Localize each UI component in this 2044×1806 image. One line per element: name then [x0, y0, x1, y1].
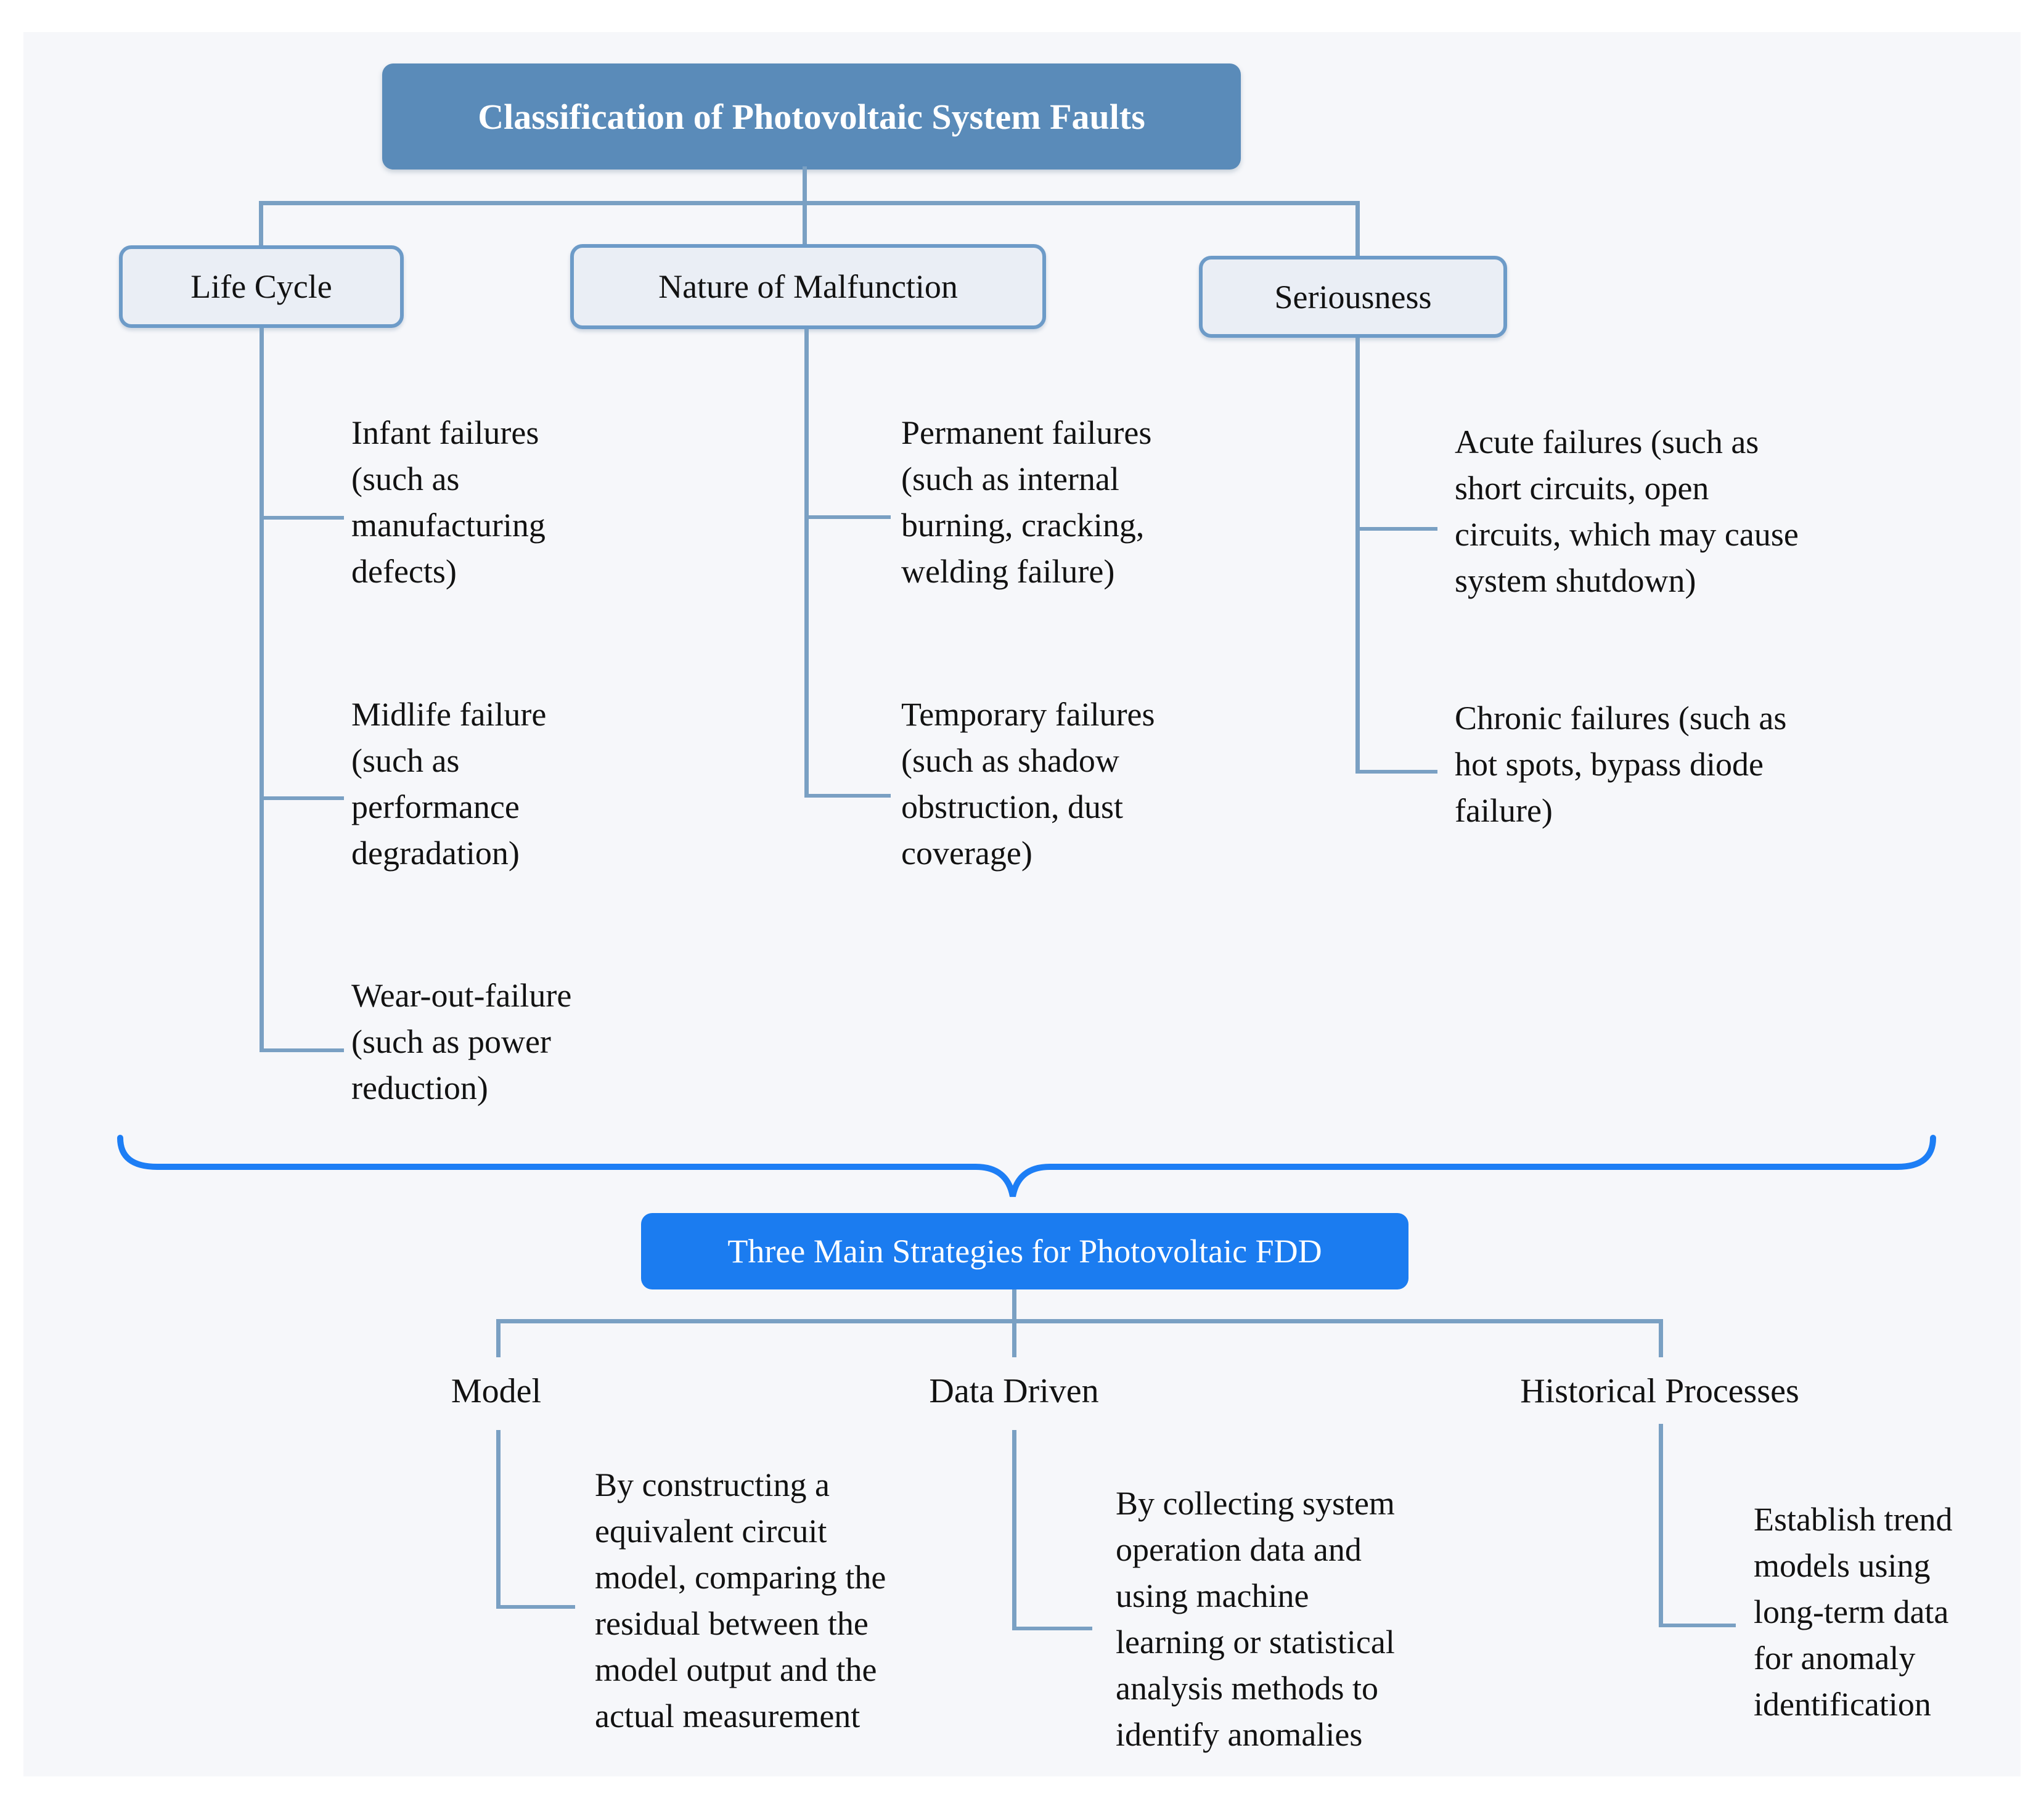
category-label-nature-of-malfunction: Nature of Malfunction: [658, 268, 958, 305]
item-acute-failures: Acute failures (such as short circuits, …: [1455, 423, 1799, 599]
category-box-life-cycle: Life Cycle: [119, 245, 404, 328]
stem-life-cycle: [260, 328, 264, 1052]
tick-infant: [260, 516, 344, 520]
elbow-historical-vertical: [1659, 1424, 1663, 1627]
elbow-historical-horizontal: [1659, 1624, 1736, 1627]
elbow-data-driven-horizontal: [1012, 1627, 1092, 1630]
strategy-label-historical-processes: Historical Processes: [1520, 1372, 1799, 1410]
strategies-root-title: Three Main Strategies for Photovoltaic F…: [727, 1233, 1322, 1270]
classification-root-title: Classification of Photovoltaic System Fa…: [478, 96, 1145, 137]
connector-fdd-stem: [1012, 1289, 1016, 1357]
strategies-root-box: Three Main Strategies for Photovoltaic F…: [641, 1213, 1408, 1289]
category-label-life-cycle: Life Cycle: [190, 268, 332, 305]
stem-seriousness: [1355, 338, 1360, 774]
elbow-model-horizontal: [496, 1605, 575, 1609]
description-historical-processes: Establish trend models using long-term d…: [1754, 1501, 1953, 1723]
elbow-data-driven-vertical: [1012, 1430, 1016, 1630]
connector-drop-seriousness: [1355, 201, 1360, 258]
connector-drop-model: [496, 1319, 501, 1357]
category-box-seriousness: Seriousness: [1199, 256, 1507, 338]
connector-root-stem: [803, 166, 807, 245]
tick-acute: [1355, 527, 1437, 531]
category-box-nature-of-malfunction: Nature of Malfunction: [570, 244, 1046, 329]
strategy-label-model: Model: [451, 1372, 542, 1410]
tick-midlife: [260, 796, 344, 800]
classification-root-box: Classification of Photovoltaic System Fa…: [382, 63, 1241, 170]
item-midlife-failure: Midlife failure (such as performance deg…: [351, 696, 547, 872]
description-model: By constructing a equivalent circuit mod…: [595, 1466, 886, 1734]
stem-nature: [804, 329, 809, 798]
item-temporary-failures: Temporary failures (such as shadow obstr…: [901, 696, 1155, 872]
item-wear-out-failure: Wear-out-failure (such as power reductio…: [351, 977, 572, 1106]
tick-wear-out: [260, 1048, 344, 1052]
item-infant-failures: Infant failures (such as manufacturing d…: [351, 414, 546, 590]
category-label-seriousness: Seriousness: [1274, 278, 1432, 316]
item-chronic-failures: Chronic failures (such as hot spots, byp…: [1455, 700, 1787, 829]
elbow-model-vertical: [496, 1430, 501, 1609]
item-permanent-failures: Permanent failures (such as internal bur…: [901, 414, 1152, 590]
strategy-label-data-driven: Data Driven: [929, 1372, 1099, 1410]
tick-temporary: [804, 794, 891, 798]
connector-drop-historical: [1659, 1319, 1663, 1357]
tick-permanent: [804, 515, 891, 519]
description-data-driven: By collecting system operation data and …: [1116, 1485, 1395, 1753]
connector-bottom-horizontal: [496, 1319, 1663, 1323]
connector-drop-life-cycle: [259, 201, 263, 247]
tick-chronic: [1355, 770, 1437, 774]
connector-top-horizontal: [259, 201, 1360, 205]
